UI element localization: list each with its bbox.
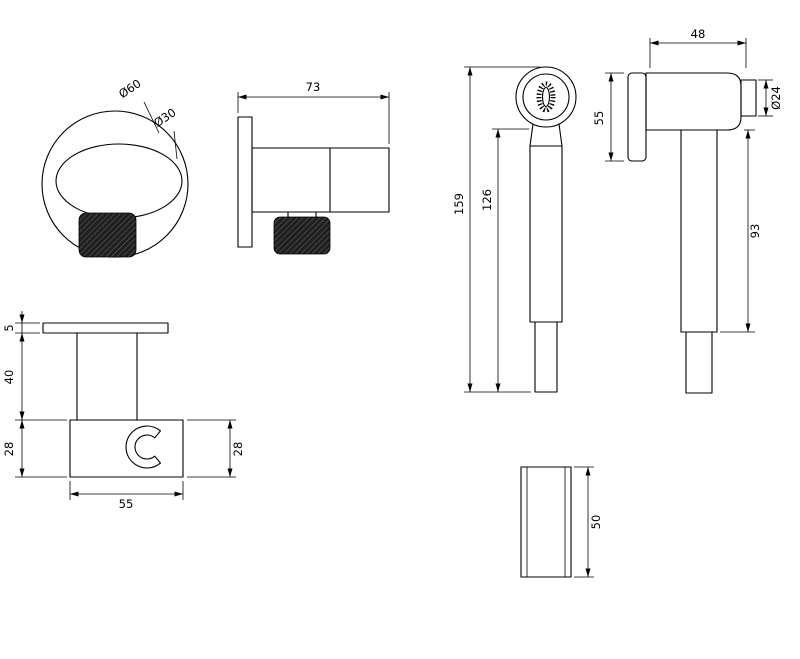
dim-label-body-height: 28 bbox=[2, 442, 16, 457]
leader-line bbox=[173, 130, 178, 160]
grip-cylinder bbox=[520, 466, 572, 578]
view-wall-outlet-front: Ø60 Ø30 bbox=[41, 76, 189, 258]
dim-label-spray-head-width: 48 bbox=[691, 27, 706, 41]
holder-hook bbox=[125, 425, 162, 469]
wall-plate bbox=[237, 116, 253, 248]
spray-neck-line bbox=[558, 123, 563, 147]
dim-grip-height: 50 bbox=[574, 466, 603, 578]
spray-body-front bbox=[529, 145, 563, 323]
dim-spray-handle-height: 93 bbox=[720, 129, 762, 333]
dim-label-grip-height: 50 bbox=[589, 515, 603, 530]
leader-line bbox=[143, 101, 160, 134]
dim-outlet-outer-diameter: Ø60 bbox=[116, 76, 160, 134]
dim-label-holder-depth: 28 bbox=[231, 442, 245, 457]
view-hand-spray-side: 48 55 Ø24 93 bbox=[592, 27, 783, 394]
thread-connector-front bbox=[78, 212, 137, 258]
dim-outlet-depth: 73 bbox=[237, 80, 390, 144]
spray-grip-front bbox=[534, 321, 558, 393]
view-grip-section: 50 bbox=[520, 466, 603, 578]
dim-label-spray-outlet-diameter: Ø24 bbox=[769, 86, 783, 110]
dim-label-spray-body-height: 126 bbox=[480, 189, 494, 211]
dim-spray-total-height: 159 bbox=[452, 66, 540, 393]
dim-holder-depth: 28 bbox=[187, 419, 245, 478]
spray-grip-side bbox=[685, 331, 713, 394]
dim-spray-head-height: 55 bbox=[592, 72, 624, 162]
spray-head-outer-circle bbox=[515, 66, 577, 128]
dim-spray-head-width: 48 bbox=[649, 27, 747, 68]
spray-face-plate bbox=[627, 72, 647, 162]
spray-head-side bbox=[645, 72, 742, 131]
dim-label-plate-thickness: 5 bbox=[2, 324, 16, 331]
spray-nozzle-slot bbox=[541, 86, 551, 108]
outlet-body bbox=[251, 147, 390, 213]
thread-connector-side bbox=[273, 216, 331, 255]
holder-body bbox=[69, 419, 184, 478]
dim-label-spray-head-height: 55 bbox=[592, 111, 606, 126]
dim-label-spray-total-height: 159 bbox=[452, 193, 466, 215]
dim-label-outlet-depth: 73 bbox=[306, 80, 321, 94]
dim-label-spray-handle-height: 93 bbox=[748, 224, 762, 239]
spray-head-inner-circle bbox=[522, 73, 570, 121]
dim-holder-left-stack: 5 40 28 bbox=[2, 311, 67, 478]
holder-wall-plate bbox=[42, 322, 169, 334]
view-hand-spray-front: 159 126 bbox=[452, 66, 577, 393]
spray-nozzle-serration bbox=[536, 81, 556, 113]
dim-label-holder-width: 55 bbox=[119, 497, 134, 511]
dim-label-outlet-outer-diameter: Ø60 bbox=[116, 76, 143, 101]
spray-outlet bbox=[740, 79, 757, 117]
dim-spray-body-height: 126 bbox=[480, 128, 529, 392]
dim-label-stem-height: 40 bbox=[2, 370, 16, 385]
dim-spray-outlet-diameter: Ø24 bbox=[758, 79, 783, 117]
view-holder-bracket: 5 40 28 55 28 bbox=[2, 311, 245, 511]
dim-label-outlet-inner-diameter: Ø30 bbox=[151, 105, 178, 130]
spray-neck-line bbox=[529, 123, 534, 147]
outlet-ring-ellipse bbox=[55, 143, 183, 219]
view-wall-outlet-side: 73 bbox=[237, 80, 390, 255]
dim-holder-width: 55 bbox=[69, 481, 184, 511]
